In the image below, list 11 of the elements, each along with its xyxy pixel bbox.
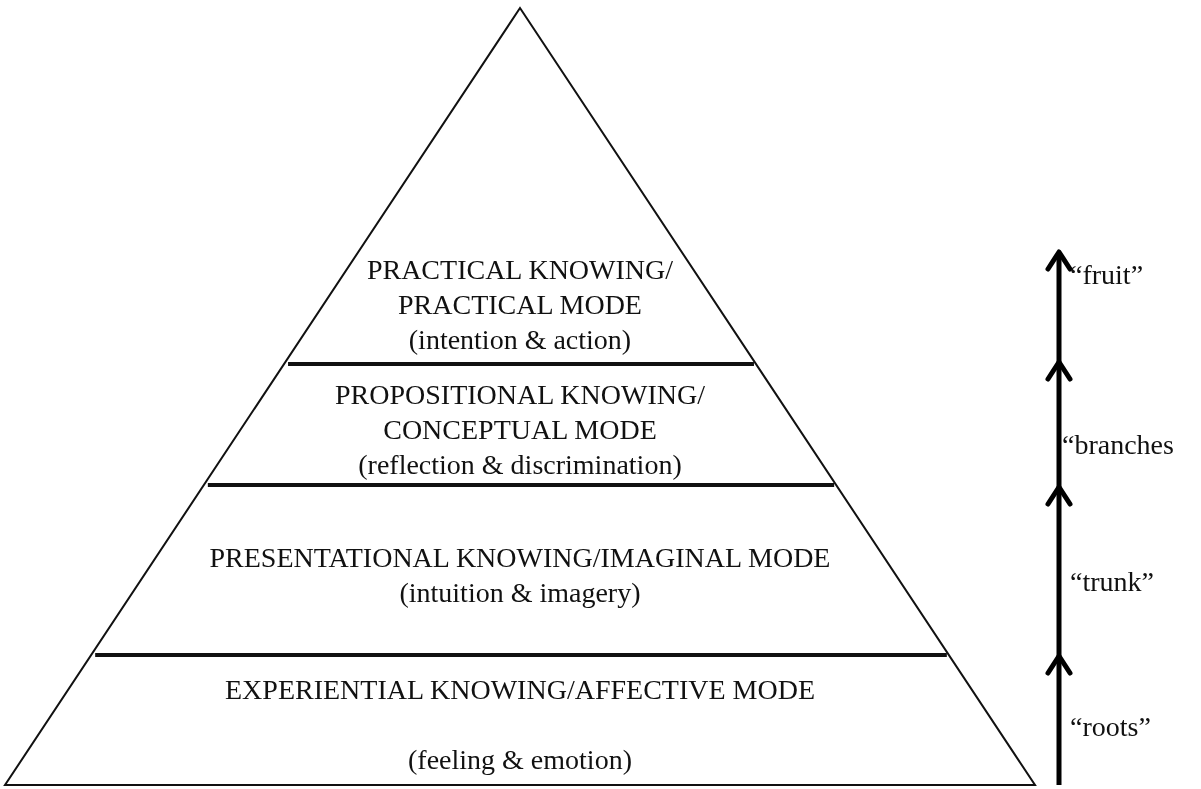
stage-label: “branches xyxy=(1062,428,1174,462)
tier-subtitle: (intention & action) xyxy=(407,323,633,357)
tier-title: PRACTICAL KNOWING/ PRACTICAL MODE xyxy=(365,253,675,322)
stage-label: “fruit” xyxy=(1070,258,1144,292)
stage-label: “trunk” xyxy=(1070,565,1154,599)
stage-label: “roots” xyxy=(1070,710,1151,744)
tier-title: EXPERIENTIAL KNOWING/AFFECTIVE MODE xyxy=(224,673,816,707)
tier-subtitle: (reflection & discrimination) xyxy=(357,448,683,482)
tier-title: PRESENTATIONAL KNOWING/IMAGINAL MODE (intuition & imagery) xyxy=(208,541,832,610)
tier-subtitle: (feeling & emotion) xyxy=(407,743,633,777)
tier-title: PROPOSITIONAL KNOWING/ CONCEPTUAL MODE xyxy=(334,378,706,447)
